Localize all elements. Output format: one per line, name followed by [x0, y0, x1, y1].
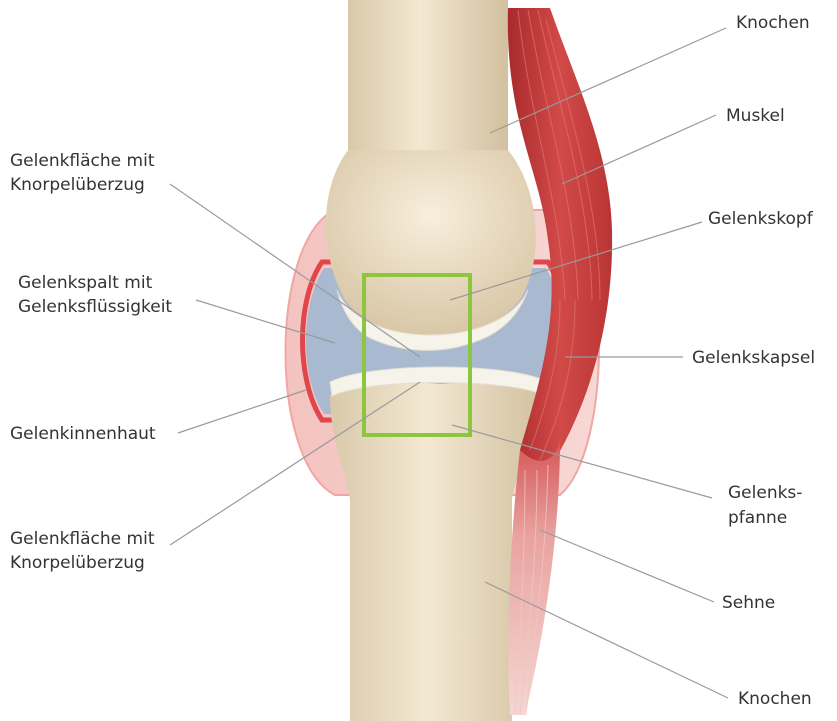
label-gelenkskopf: Gelenkskopf: [708, 209, 814, 229]
leader-gelenkinnenhaut: [178, 390, 306, 433]
label-gelenkskapsel: Gelenkskapsel: [692, 348, 815, 368]
label-gelenkspfanne-line1: Gelenks-: [728, 483, 802, 503]
label-sehne: Sehne: [722, 593, 775, 613]
label-gelenkflaeche-top-line2: Knorpelüberzug: [10, 175, 145, 195]
label-gelenkspfanne-line2: pfanne: [728, 508, 787, 528]
leader-sehne: [540, 530, 714, 602]
label-knochen-bottom: Knochen: [738, 689, 812, 709]
label-knochen-top: Knochen: [736, 13, 810, 33]
label-gelenkflaeche-bottom-line2: Knorpelüberzug: [10, 553, 145, 573]
label-gelenkflaeche-top-line1: Gelenkfläche mit: [10, 151, 155, 171]
bone-head: [326, 150, 536, 338]
label-muskel: Muskel: [726, 106, 785, 126]
label-gelenkspalt-line2: Gelenksflüssigkeit: [18, 297, 172, 317]
label-gelenkflaeche-bottom-line1: Gelenkfläche mit: [10, 529, 155, 549]
label-gelenkspalt-line1: Gelenkspalt mit: [18, 273, 153, 293]
label-gelenkinnenhaut: Gelenkinnenhaut: [10, 424, 156, 444]
